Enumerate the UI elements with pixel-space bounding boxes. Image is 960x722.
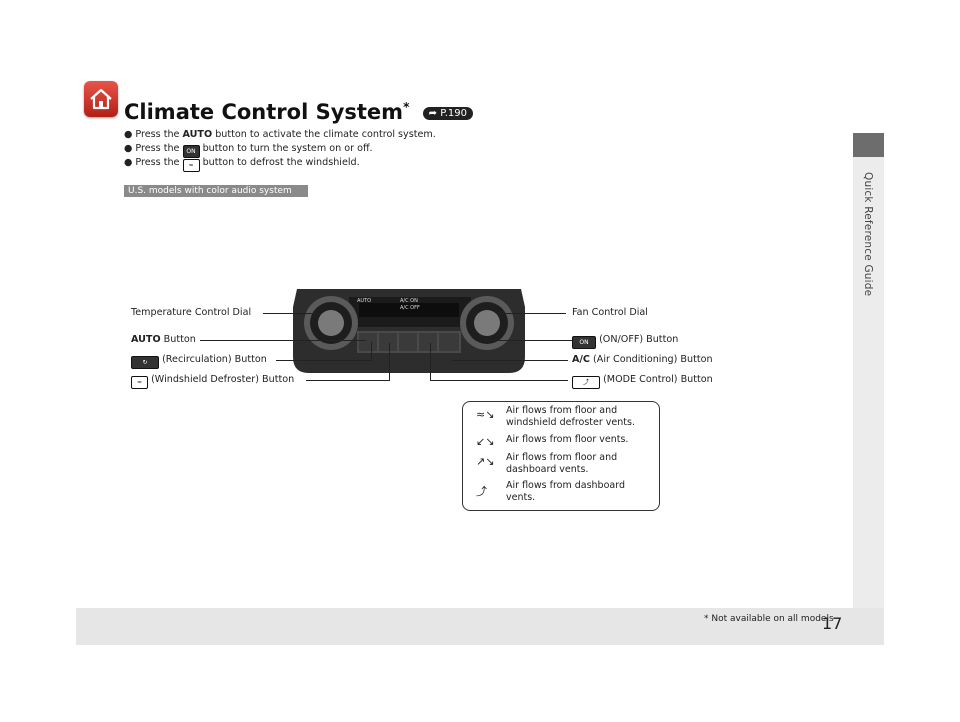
on-off-text: (ON/OFF) Button <box>599 334 679 345</box>
bullet-text: button to activate the climate control s… <box>212 129 436 140</box>
on-off-button-label: ON (ON/OFF) Button <box>572 334 678 349</box>
ac-key: A/C <box>572 354 590 365</box>
side-tab-marker <box>853 133 884 157</box>
floor-defroster-airflow-icon: ≈↘ <box>476 408 495 421</box>
dashboard-airflow-icon: ⤴ <box>476 485 487 498</box>
leader-line <box>430 343 431 381</box>
home-icon <box>90 88 112 110</box>
bullet-defrost: ● Press the ≈ button to defrost the wind… <box>124 157 360 172</box>
floor-airflow-icon: ↙↘ <box>476 435 495 448</box>
front-defroster-icon: ≈ <box>131 376 148 389</box>
page-number: 17 <box>822 614 843 633</box>
leader-line <box>430 380 568 381</box>
legend-item: Air flows from dashboard vents. <box>506 480 625 503</box>
page-title: Climate Control System* ➦ P.190 <box>124 100 473 124</box>
leader-line <box>498 313 566 314</box>
mode-text: (MODE Control) Button <box>603 374 713 385</box>
title-marker: * <box>403 100 410 114</box>
ac-button-label: A/C (Air Conditioning) Button <box>572 354 713 365</box>
panel-auto-label: AUTO <box>357 298 372 304</box>
climate-control-panel <box>293 289 525 373</box>
panel-ac-off-label: A/C OFF <box>400 305 420 311</box>
leader-line <box>486 340 572 341</box>
page-reference-text: P.190 <box>440 108 467 119</box>
side-column <box>853 133 884 645</box>
leader-line <box>263 313 321 314</box>
title-text: Climate Control System <box>124 100 404 124</box>
bullet-text: button to turn the system on or off. <box>199 143 373 154</box>
leader-line <box>371 342 372 361</box>
auto-button-label: AUTO Button <box>131 334 196 345</box>
home-button[interactable] <box>84 81 118 117</box>
bullet-text: button to defrost the windshield. <box>199 157 360 168</box>
legend-item: Air flows from floor and windshield defr… <box>506 405 635 428</box>
recirculation-icon: ↻ <box>131 356 159 369</box>
auto-key: AUTO <box>182 129 213 140</box>
ac-text: (Air Conditioning) Button <box>589 354 713 365</box>
front-defroster-icon: ≈ <box>182 159 200 172</box>
page-reference-link[interactable]: ➦ P.190 <box>422 107 473 120</box>
bullet-auto: ● Press the AUTO button to activate the … <box>124 129 436 140</box>
on-off-button-icon: ON <box>182 145 200 158</box>
models-label: U.S. models with color audio system <box>124 185 308 197</box>
footnote: * Not available on all models <box>704 614 834 624</box>
footer-bar <box>76 608 884 645</box>
leader-line <box>389 343 390 381</box>
leader-line <box>200 340 366 341</box>
defroster-button-label: ≈ (Windshield Defroster) Button <box>131 374 294 389</box>
legend-item: Air flows from floor and dashboard vents… <box>506 452 618 475</box>
bullet-onoff: ● Press the ON button to turn the system… <box>124 143 373 158</box>
temperature-dial-label: Temperature Control Dial <box>131 307 252 318</box>
side-tab-label[interactable]: Quick Reference Guide <box>862 172 874 297</box>
panel-ac-on-label: A/C ON <box>400 298 418 304</box>
mode-button-label: ⤴ (MODE Control) Button <box>572 374 713 389</box>
auto-key: AUTO <box>131 334 161 345</box>
leader-line <box>306 380 390 381</box>
mode-control-icon: ⤴ <box>572 376 600 389</box>
recirc-text: (Recirculation) Button <box>162 354 267 365</box>
leader-line <box>276 360 371 361</box>
bullet-text: Press the <box>135 157 183 168</box>
airflow-legend <box>462 401 660 511</box>
recirculation-button-label: ↻ (Recirculation) Button <box>131 354 267 369</box>
bullet-text: Press the <box>135 143 183 154</box>
page-area <box>76 133 884 645</box>
bullet-text: Press the <box>135 129 183 140</box>
defroster-text: (Windshield Defroster) Button <box>151 374 295 385</box>
on-off-button-icon: ON <box>572 336 596 349</box>
auto-button-text: Button <box>160 334 196 345</box>
legend-item: Air flows from floor vents. <box>506 434 629 445</box>
floor-dashboard-airflow-icon: ↗↘ <box>476 455 495 468</box>
leader-line <box>452 360 568 361</box>
fan-dial-label: Fan Control Dial <box>572 307 648 318</box>
